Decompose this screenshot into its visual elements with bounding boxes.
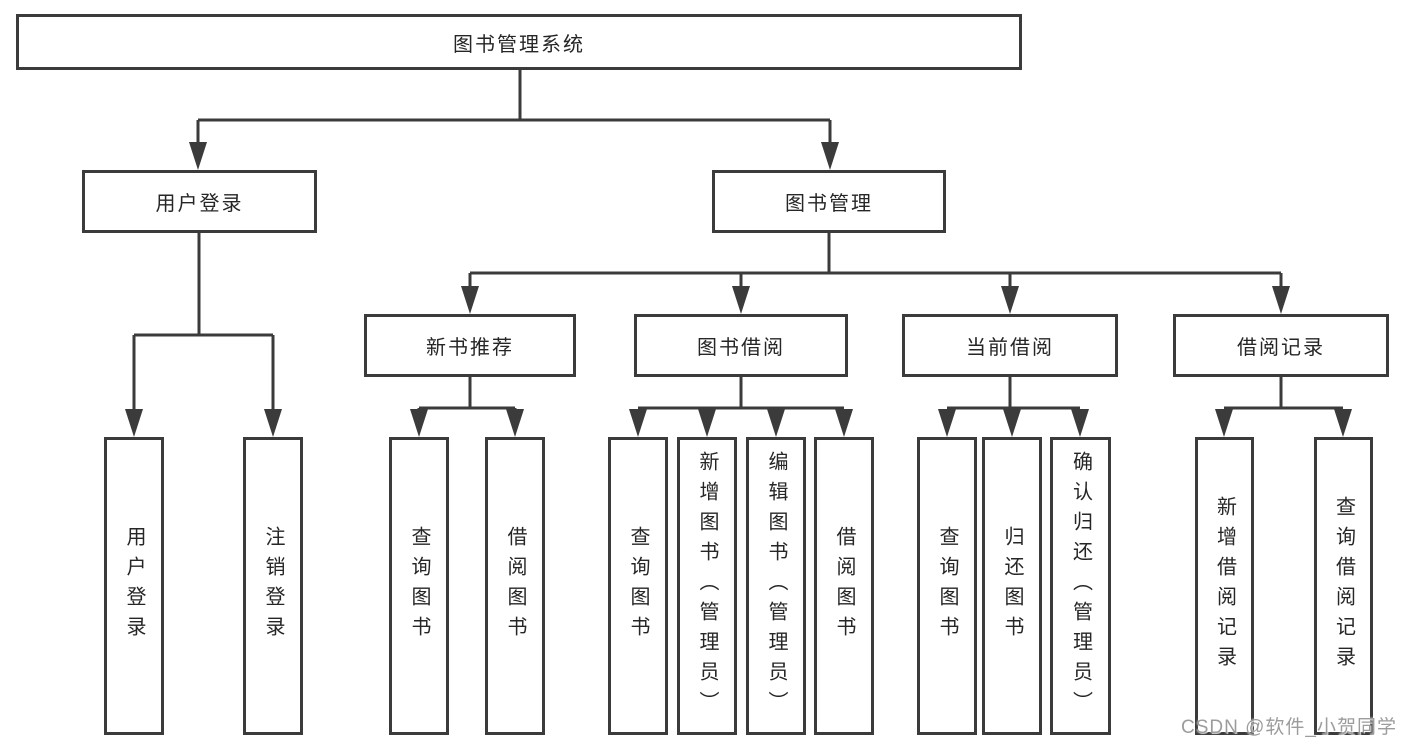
arrow-down-icon (938, 409, 956, 437)
arrow-down-icon (1003, 409, 1021, 437)
arrow-down-icon (732, 286, 750, 314)
leaf-label: 注销登录 (262, 526, 284, 646)
node-root: 图书管理系统 (16, 14, 1022, 70)
node-borrow-record-label: 借阅记录 (1237, 337, 1325, 359)
leaf-label: 借阅图书 (833, 526, 855, 646)
arrow-down-icon (1071, 409, 1089, 437)
arrow-down-icon (1272, 286, 1290, 314)
arrow-down-icon (767, 409, 785, 437)
node-current-borrow: 当前借阅 (902, 314, 1118, 377)
leaf-label: 确认归还（管理员） (1069, 451, 1092, 721)
leaf-label: 查询图书 (627, 526, 649, 646)
node-book-borrow-label: 图书借阅 (697, 337, 785, 359)
leaf-label: 新增借阅记录 (1213, 496, 1236, 676)
leaf-label: 查询图书 (936, 526, 958, 646)
connector-current-borrow (938, 377, 1089, 437)
connector-root (189, 70, 839, 170)
leaf-query-book-borrow: 查询图书 (608, 437, 668, 735)
arrow-down-icon (461, 286, 479, 314)
leaf-confirm-return-admin: 确认归还（管理员） (1050, 437, 1111, 735)
node-user-login-label: 用户登录 (155, 193, 244, 215)
arrow-down-icon (410, 409, 428, 437)
node-root-label: 图书管理系统 (453, 33, 585, 56)
connector-borrow-record (1215, 377, 1352, 437)
leaf-edit-book-admin: 编辑图书（管理员） (746, 437, 806, 735)
node-book-management-label: 图书管理 (785, 193, 873, 215)
leaf-logout: 注销登录 (243, 437, 303, 735)
connector-user-login (125, 233, 282, 437)
leaf-borrow-book-recommend: 借阅图书 (485, 437, 545, 735)
leaf-label: 借阅图书 (504, 526, 526, 646)
connector-book-borrow (629, 377, 853, 437)
node-current-borrow-label: 当前借阅 (966, 337, 1054, 359)
leaf-add-borrow-record: 新增借阅记录 (1195, 437, 1254, 735)
leaf-borrow-book: 借阅图书 (814, 437, 874, 735)
leaf-label: 新增图书（管理员） (696, 451, 718, 721)
leaf-return-book: 归还图书 (982, 437, 1042, 735)
leaf-query-current-borrow: 查询图书 (917, 437, 977, 735)
leaf-query-borrow-record: 查询借阅记录 (1314, 437, 1373, 735)
leaf-add-book-admin: 新增图书（管理员） (677, 437, 737, 735)
node-borrow-record: 借阅记录 (1173, 314, 1389, 377)
leaf-label: 查询借阅记录 (1332, 496, 1355, 676)
node-new-book-recommend-label: 新书推荐 (426, 337, 514, 359)
arrow-down-icon (835, 409, 853, 437)
node-book-management: 图书管理 (712, 170, 946, 233)
arrow-down-icon (629, 409, 647, 437)
leaf-label: 编辑图书（管理员） (765, 451, 787, 721)
csdn-watermark: CSDN @软件_小贺同学 (1181, 717, 1397, 738)
arrow-down-icon (264, 409, 282, 437)
leaf-label: 查询图书 (408, 526, 430, 646)
arrow-down-icon (506, 409, 524, 437)
arrow-down-icon (1334, 409, 1352, 437)
leaf-user-login: 用户登录 (104, 437, 164, 735)
arrow-down-icon (698, 409, 716, 437)
arrow-down-icon (821, 142, 839, 170)
node-new-book-recommend: 新书推荐 (364, 314, 576, 377)
arrow-down-icon (1215, 409, 1233, 437)
arrow-down-icon (125, 409, 143, 437)
leaf-label: 用户登录 (123, 526, 145, 646)
connector-book-management (461, 233, 1290, 314)
leaf-query-book-recommend: 查询图书 (389, 437, 449, 735)
connector-new-book-recommend (410, 377, 524, 437)
node-book-borrow: 图书借阅 (634, 314, 848, 377)
node-user-login: 用户登录 (82, 170, 317, 233)
leaf-label: 归还图书 (1001, 526, 1023, 646)
arrow-down-icon (189, 142, 207, 170)
arrow-down-icon (1001, 286, 1019, 314)
